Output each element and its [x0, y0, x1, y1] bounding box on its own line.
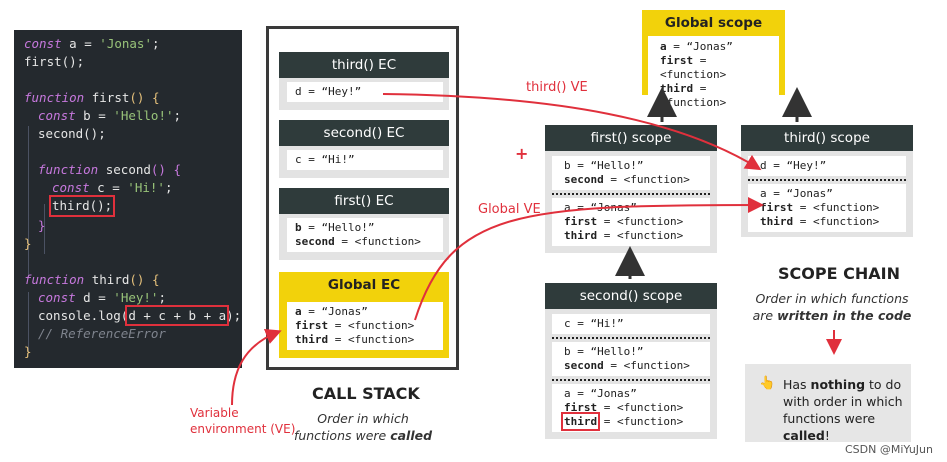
global-ve-arrow	[414, 197, 764, 321]
indent-guide	[28, 292, 29, 352]
first-ec: first() EC b = “Hello!” second = <functi…	[279, 188, 449, 260]
first-scope-global-vars: a = “Jonas” first = <function> third = <…	[552, 198, 710, 246]
first-scope-title: first() scope	[545, 125, 717, 151]
variable-environment-label: Variable environment (VE)	[190, 406, 296, 436]
scope-chain-subtitle: Order in which functions are written in …	[752, 291, 912, 323]
watermark: CSDN @MiYuJun	[844, 443, 933, 456]
global-ec-vars: a = “Jonas” first = <function> third = <…	[287, 302, 443, 350]
third-ve-label: third() VE	[526, 80, 588, 95]
third-scope-global-vars: a = “Jonas” first = <function> third = <…	[748, 184, 906, 232]
scope-divider	[552, 379, 710, 381]
call-stack-frame	[266, 26, 459, 370]
second-scope-own-vars: c = “Hi!”	[552, 314, 710, 334]
code-line-13: console.log(d + c + b + a);	[38, 305, 242, 326]
second-scope-first-vars: b = “Hello!” second = <function>	[552, 342, 710, 376]
code-line-14: // ReferenceError	[38, 326, 166, 341]
first-scope-box: first() scope b = “Hello!” second = <fun…	[545, 125, 717, 253]
global-ec: Global EC a = “Jonas” first = <function>…	[279, 272, 449, 358]
note-box: 👆 Has nothing to do with order in which …	[745, 364, 911, 443]
global-scope-title: Global scope	[664, 15, 763, 31]
second-ec: second() EC c = “Hi!”	[279, 120, 449, 178]
third-ec-title: third() EC	[279, 52, 449, 78]
code-line-10: }	[24, 236, 32, 251]
code-line-6: function second() {	[38, 162, 182, 177]
global-ve-label: Global VE	[478, 202, 541, 217]
first-ec-vars: b = “Hello!” second = <function>	[287, 218, 443, 252]
third-ec-vars: d = “Hey!”	[287, 82, 443, 102]
third-ve-arrow	[382, 93, 762, 171]
code-line-11: function third() {	[24, 272, 160, 287]
scope-chain-title: SCOPE CHAIN	[778, 264, 900, 283]
code-line-1: const a = 'Jonas';	[24, 36, 160, 51]
indent-guide	[28, 126, 29, 276]
third-function-highlight: third	[560, 412, 601, 431]
code-line-4: const b = 'Hello!';	[38, 108, 182, 123]
code-line-2: first();	[24, 54, 85, 69]
third-scope-own-vars: d = “Hey!”	[748, 156, 906, 176]
second-ec-vars: c = “Hi!”	[287, 150, 443, 170]
second-scope-title: second() scope	[545, 283, 717, 309]
scope-divider	[552, 337, 710, 339]
scope-divider	[552, 193, 710, 195]
third-scope-title: third() scope	[741, 125, 913, 151]
code-panel: const a = 'Jonas'; first(); function fir…	[14, 30, 242, 368]
second-scope-global-vars: a = “Jonas” first = <function> third = <…	[552, 384, 710, 432]
code-line-5: second();	[38, 126, 106, 141]
global-ec-title: Global EC	[279, 272, 449, 298]
third-scope-box: third() scope d = “Hey!” a = “Jonas” fir…	[741, 125, 913, 237]
log-args-highlight: d + c + b + a	[125, 305, 230, 326]
scope-divider	[748, 179, 906, 181]
call-stack-subtitle: Order in which functions were called	[293, 411, 433, 443]
second-ec-title: second() EC	[279, 120, 449, 146]
code-line-9: }	[38, 218, 46, 233]
plus-sign: +	[515, 144, 529, 163]
variable-env-arrow	[231, 328, 282, 406]
pointing-hand-icon: 👆	[759, 376, 776, 391]
first-ec-title: first() EC	[279, 188, 449, 214]
code-line-7: const c = 'Hi!';	[52, 180, 173, 195]
note-text: Has nothing to do with order in which fu…	[783, 377, 903, 443]
indent-guide	[44, 204, 45, 254]
third-call-highlight: third();	[48, 195, 116, 217]
code-line-3: function first() {	[24, 90, 160, 105]
first-scope-own-vars: b = “Hello!” second = <function>	[552, 156, 710, 190]
call-stack-title: CALL STACK	[312, 384, 420, 403]
third-ec: third() EC d = “Hey!”	[279, 52, 449, 110]
second-scope-box: second() scope c = “Hi!” b = “Hello!” se…	[545, 283, 717, 439]
code-line-15: }	[24, 344, 32, 359]
code-line-12: const d = 'Hey!';	[38, 290, 166, 305]
